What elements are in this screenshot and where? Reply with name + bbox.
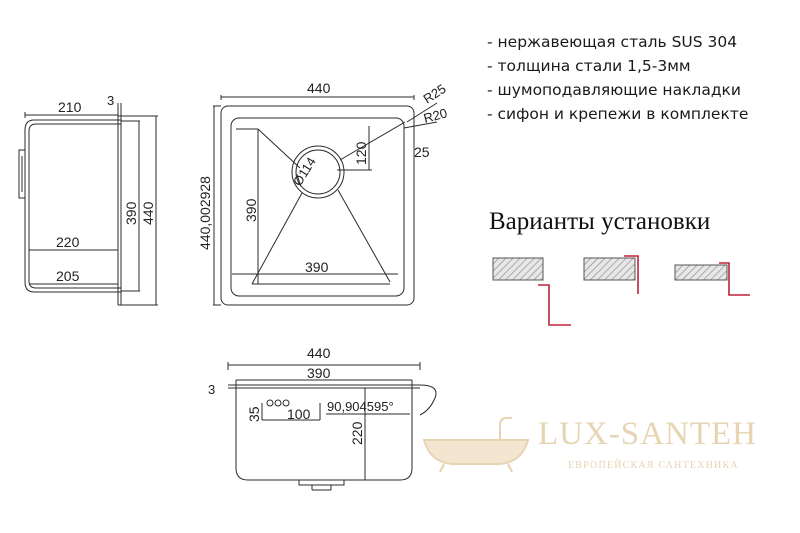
variants-title: Варианты установки (489, 208, 710, 236)
side-view-bowl-outline (25, 120, 121, 292)
front-view-drain-outlet (299, 480, 344, 485)
spec-item-thickness: - толщина стали 1,5-3мм (487, 54, 748, 78)
top-view-dim-440: 440 (307, 80, 331, 96)
spec-item-noise-pads: - шумоподавляющие накладки (487, 78, 748, 102)
brand-tagline: ЕВРОПЕЙСКАЯ САНТЕХНИКА (568, 460, 739, 471)
spec-list: - нержавеющая сталь SUS 304 - толщина ст… (487, 30, 748, 126)
spec-item-kit: - сифон и крепежи в комплекте (487, 102, 748, 126)
brand-name: LUX-SANTEH (538, 416, 757, 453)
side-view-dim-3: 3 (107, 93, 114, 108)
front-view-dim-3: 3 (208, 382, 215, 397)
front-view-dim-angle: 90,904595° (327, 399, 394, 414)
front-view-dim-390: 390 (307, 365, 331, 381)
top-view-dim-drain-diameter: Ø114 (290, 154, 319, 188)
top-view-dim-390-horizontal: 390 (305, 259, 329, 275)
front-view-dim-220: 220 (349, 421, 365, 445)
side-view-bowl-inner (29, 124, 121, 288)
front-view (228, 362, 436, 490)
side-view-dim-390: 390 (123, 201, 139, 225)
install-variant-flush (584, 256, 638, 294)
top-view-dim-r20: R20 (422, 105, 449, 126)
install-variant-undermount (493, 258, 571, 325)
side-view-dim-205: 205 (56, 268, 80, 284)
bathtub-logo-icon (424, 418, 528, 472)
top-view-dim-120: 120 (353, 141, 369, 165)
front-view-dim-100: 100 (287, 406, 311, 422)
side-view-dim-440: 440 (140, 201, 156, 225)
front-view-dim-440: 440 (307, 345, 331, 361)
spec-item-material: - нержавеющая сталь SUS 304 (487, 30, 748, 54)
install-variant-overmount (675, 263, 750, 295)
front-view-rim-lip (420, 385, 436, 415)
front-view-dim-35: 35 (246, 406, 262, 422)
top-view-dim-height: 440,002928 (197, 176, 213, 250)
top-view-dim-r25: R25 (420, 81, 448, 107)
top-view-dim-25: 25 (414, 144, 430, 160)
side-view-dim-210: 210 (58, 99, 82, 115)
side-view-dim-220: 220 (56, 234, 80, 250)
top-view-dim-390-vertical: 390 (243, 198, 259, 222)
